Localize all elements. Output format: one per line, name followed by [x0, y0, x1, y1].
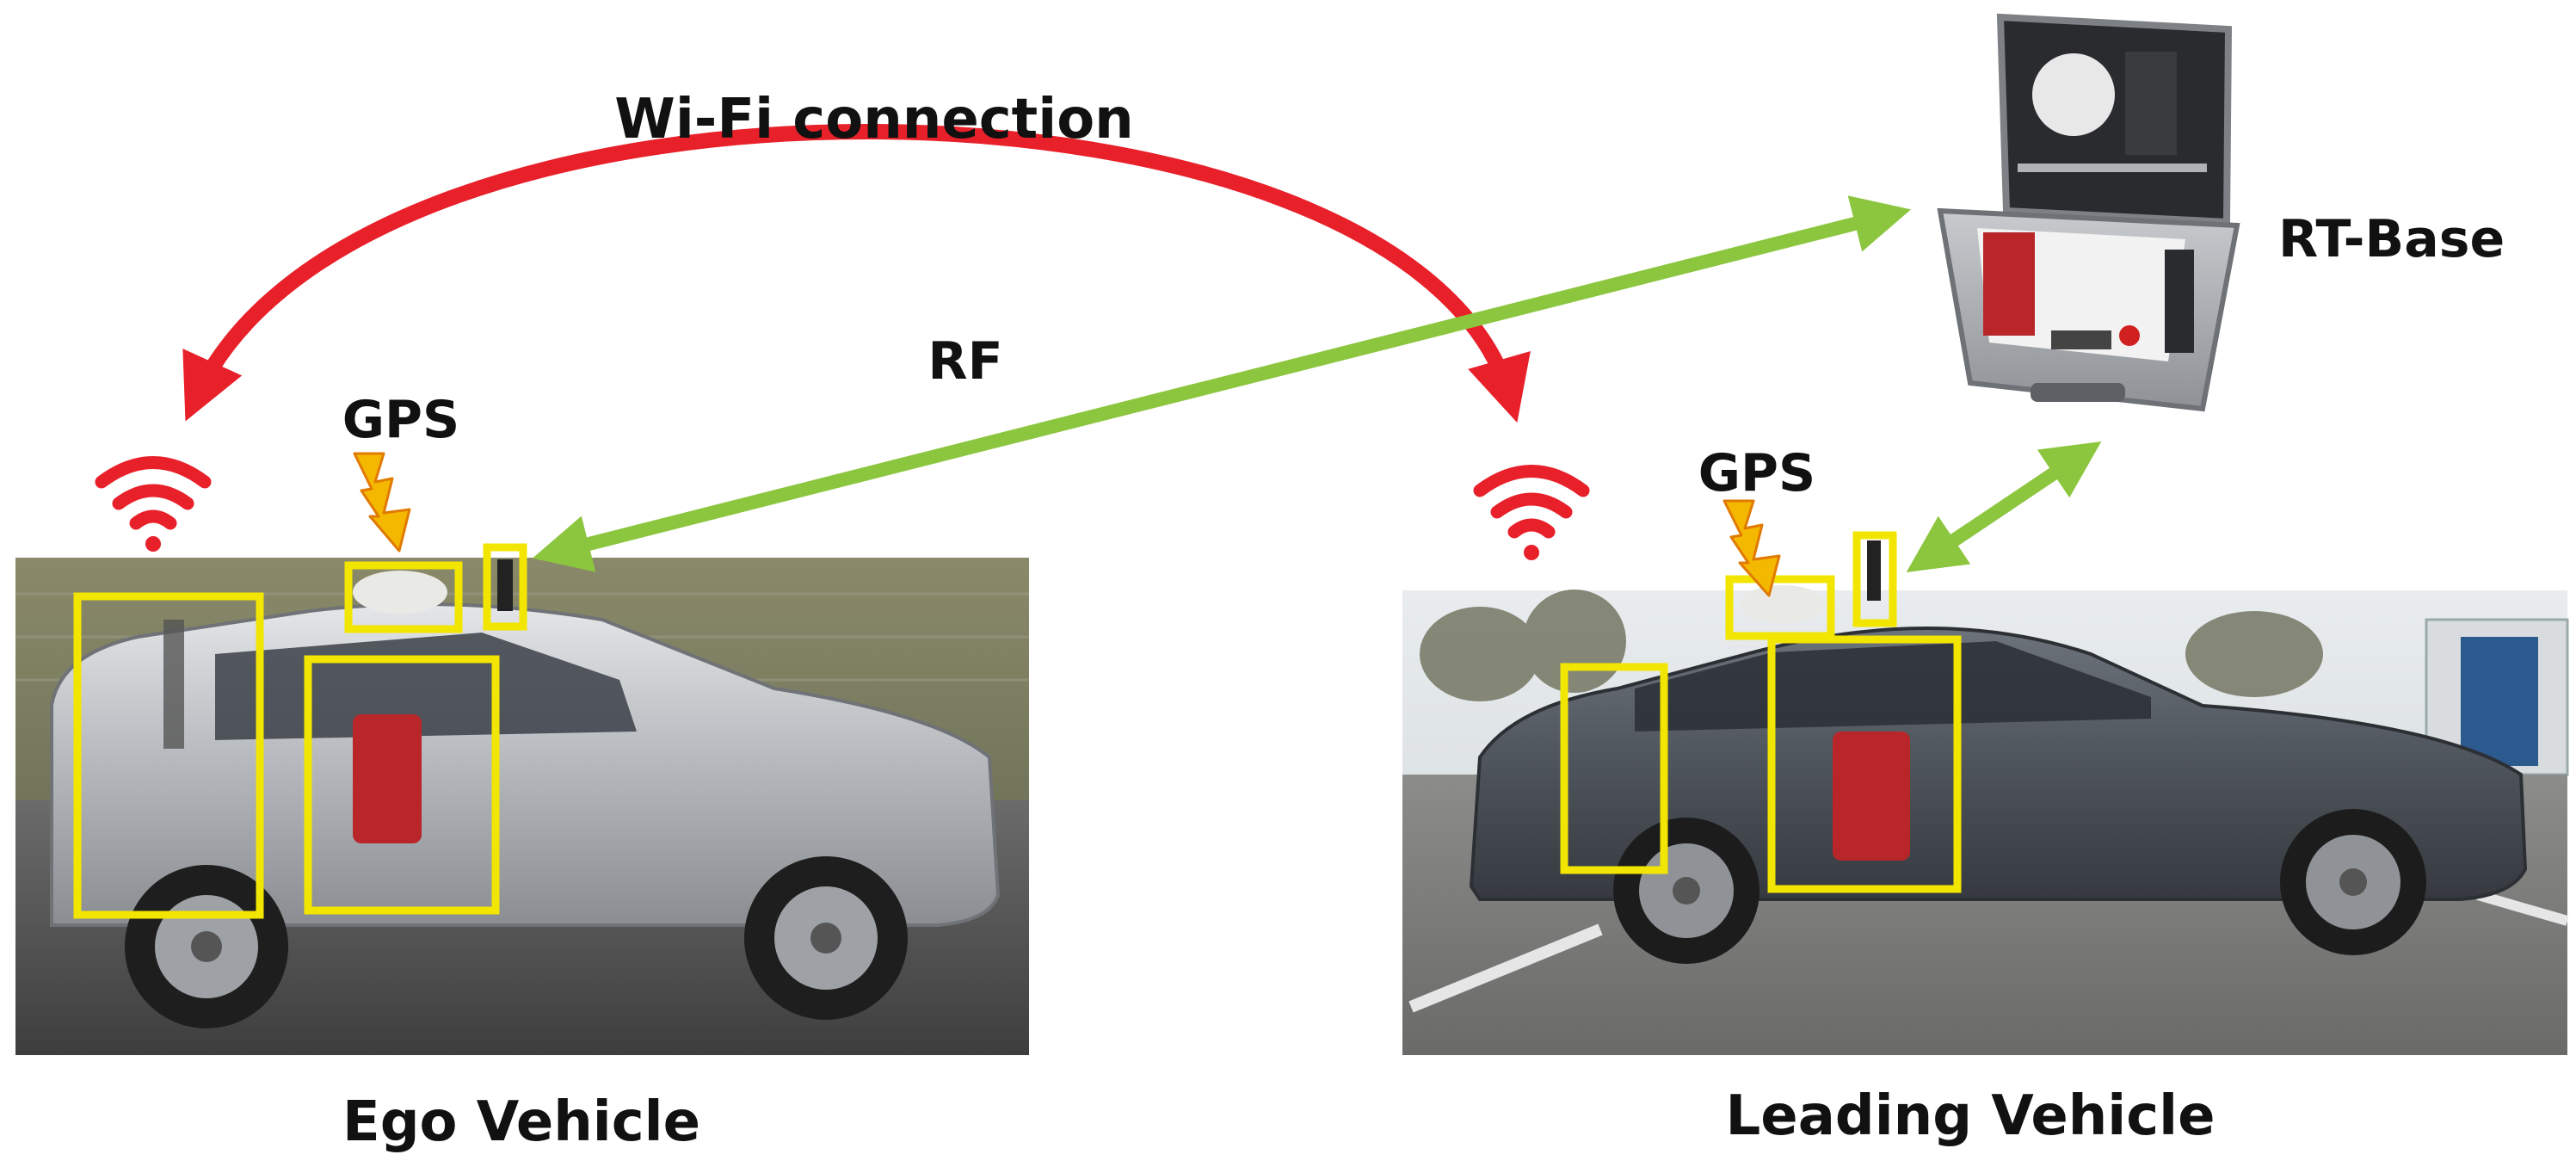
lightning-bolt-icon	[1722, 499, 1781, 597]
lightning-bolt-icon	[353, 452, 411, 553]
leading-gps-antenna-box	[1725, 575, 1835, 640]
wifi-icon	[95, 456, 212, 552]
ego-vehicle-photo	[15, 558, 1029, 1055]
ego-vehicle-label: Ego Vehicle	[342, 1090, 700, 1154]
leading-vehicle-label: Leading Vehicle	[1726, 1084, 2215, 1148]
leading-rear-equipment-box	[1560, 663, 1668, 874]
ego-highlight-boxes	[73, 543, 527, 919]
ego-interior-equipment-box	[304, 655, 500, 915]
rt-base-label: RT-Base	[2278, 209, 2505, 269]
rf-link-arrow-leading	[1906, 441, 2102, 572]
ego-gps-antenna-box	[344, 561, 463, 633]
gps-label-ego: GPS	[342, 390, 459, 450]
leading-interior-equipment-box	[1767, 635, 1962, 893]
rf-label: RF	[927, 331, 1002, 392]
gps-label-leading: GPS	[1698, 443, 1815, 503]
rf-link-arrow-ego	[532, 195, 1912, 572]
ego-rear-equipment-box	[73, 592, 264, 919]
leading-vehicle-photo	[1402, 540, 2569, 1055]
rt-base-case	[1937, 13, 2240, 412]
wifi-connection-label: Wi-Fi connection	[614, 88, 1133, 151]
ego-rf-antenna-box	[483, 543, 527, 631]
wifi-icon	[1473, 465, 1590, 560]
